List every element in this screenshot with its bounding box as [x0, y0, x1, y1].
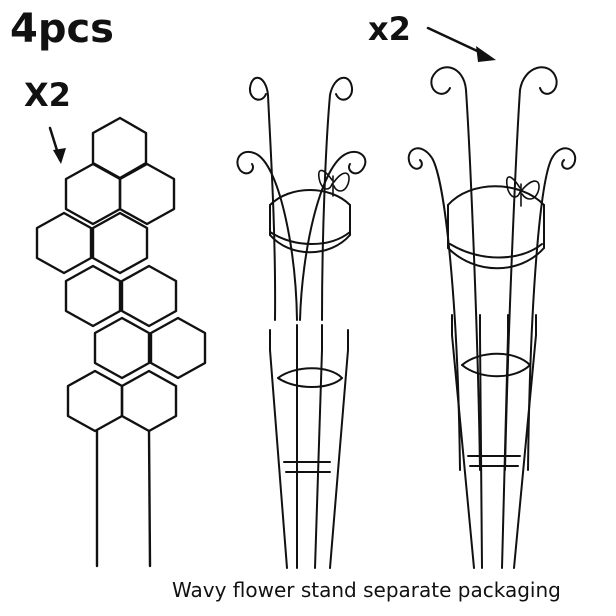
honeycomb-trellis: [35, 116, 207, 568]
packaging-caption: Wavy flower stand separate packaging: [172, 578, 561, 602]
tall-wavy-trellis: [407, 66, 577, 569]
tall-trellis-arrow-icon: [426, 26, 496, 62]
honeycomb-arrow-icon: [48, 126, 66, 164]
butterfly-icon: [317, 169, 350, 197]
short-wavy-trellis: [236, 76, 367, 569]
honeycomb-quantity-label: X2: [24, 76, 71, 114]
butterfly-icon: [505, 176, 540, 207]
product-count-title: 4pcs: [10, 6, 114, 52]
tall-trellis-quantity-label: x2: [368, 10, 411, 48]
